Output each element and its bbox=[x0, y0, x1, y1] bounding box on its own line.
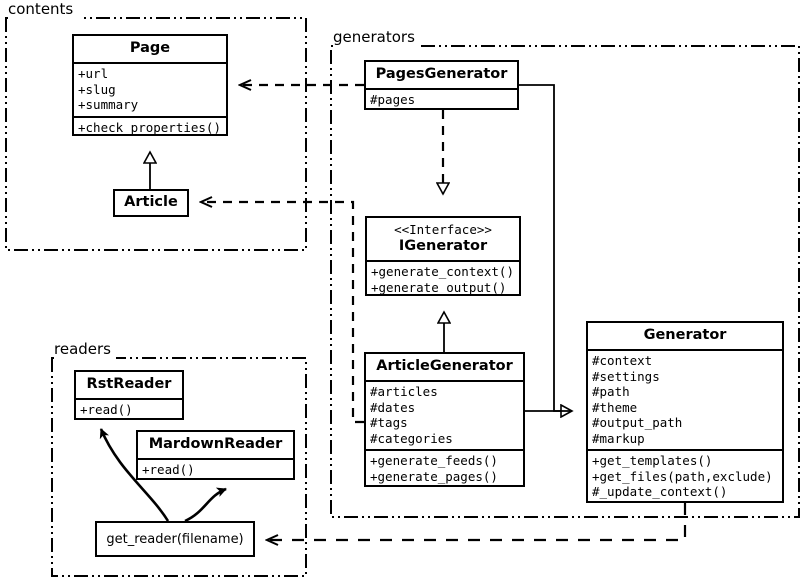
attribute: #path bbox=[592, 384, 630, 399]
class-operations-generator: +get_templates() +get_files(path,exclude… bbox=[588, 451, 782, 503]
class-operations-page: +check_properties() bbox=[74, 118, 226, 139]
class-box-generator[interactable]: Generator #context #settings #path #them… bbox=[586, 321, 784, 503]
class-box-article[interactable]: Article bbox=[113, 189, 189, 217]
operation: #_update_context() bbox=[592, 484, 728, 499]
operation: +read() bbox=[80, 402, 133, 417]
attribute: +summary bbox=[78, 97, 139, 112]
class-operations-mardown-reader: +read() bbox=[138, 460, 293, 481]
package-border-generators bbox=[330, 45, 800, 518]
attribute: #categories bbox=[370, 430, 453, 446]
class-attributes-article-generator: #articles #dates #tags #categories bbox=[366, 382, 523, 451]
class-attributes-page: +url +slug +summary bbox=[74, 64, 226, 118]
class-operations-igenerator: +generate_context() +generate_output() bbox=[367, 262, 519, 298]
operation: +generate_feeds() bbox=[370, 453, 498, 468]
class-name-generator: Generator bbox=[588, 323, 782, 351]
operation: +get_files(path,exclude) bbox=[592, 468, 773, 484]
class-name-igenerator: <<Interface>> IGenerator bbox=[367, 218, 519, 262]
attribute: #context bbox=[592, 353, 653, 368]
attribute: +url bbox=[78, 66, 109, 81]
attribute: #pages bbox=[370, 92, 416, 107]
class-box-igenerator[interactable]: <<Interface>> IGenerator +generate_conte… bbox=[365, 216, 521, 296]
relation-generator-uses-get-reader bbox=[267, 503, 687, 540]
class-name-article: Article bbox=[124, 194, 178, 210]
class-operations-article-generator: +generate_feeds() +generate_pages() bbox=[366, 451, 523, 487]
package-label-generators: generators bbox=[333, 28, 415, 46]
class-name-page: Page bbox=[74, 36, 226, 64]
attribute: #dates bbox=[370, 399, 416, 415]
attribute: #settings bbox=[592, 368, 660, 384]
operation: +generate_pages() bbox=[370, 468, 498, 484]
class-name-mardown-reader: MardownReader bbox=[138, 432, 293, 460]
attribute: #theme bbox=[592, 399, 638, 415]
class-stereotype-igenerator: <<Interface>> bbox=[394, 222, 492, 237]
relation-get-reader-creates-rstreader bbox=[99, 428, 170, 522]
class-box-mardown-reader[interactable]: MardownReader +read() bbox=[136, 430, 295, 480]
operation: +generate_context() bbox=[371, 264, 514, 279]
attribute: #markup bbox=[592, 430, 645, 446]
class-name-label: IGenerator bbox=[398, 238, 488, 254]
class-name-article-generator: ArticleGenerator bbox=[366, 354, 523, 382]
class-box-pages-generator[interactable]: PagesGenerator #pages bbox=[364, 60, 519, 110]
package-label-contents: contents bbox=[8, 0, 74, 18]
package-border-contents bbox=[5, 17, 307, 251]
operation: +generate_output() bbox=[371, 279, 507, 295]
operation: +read() bbox=[142, 462, 195, 477]
operation: +check_properties() bbox=[78, 119, 221, 135]
function-box-get-reader[interactable]: get_reader(filename) bbox=[95, 521, 255, 557]
attribute: #output_path bbox=[592, 415, 683, 430]
function-label-get-reader: get_reader(filename) bbox=[106, 531, 244, 547]
package-label-readers: readers bbox=[54, 340, 111, 358]
attribute: #articles bbox=[370, 384, 438, 399]
attribute: +slug bbox=[78, 81, 116, 97]
class-attributes-generator: #context #settings #path #theme #output_… bbox=[588, 351, 782, 451]
class-name-rst-reader: RstReader bbox=[76, 372, 182, 400]
class-box-rst-reader[interactable]: RstReader +read() bbox=[74, 370, 184, 420]
class-operations-rst-reader: +read() bbox=[76, 400, 182, 421]
relation-articlegenerator-uses-article bbox=[201, 202, 364, 424]
class-name-pages-generator: PagesGenerator bbox=[366, 62, 517, 90]
class-box-page[interactable]: Page +url +slug +summary +check_properti… bbox=[72, 34, 228, 136]
attribute: #tags bbox=[370, 415, 408, 430]
relation-pagesgenerator-inherits-generator bbox=[519, 84, 572, 411]
package-border-readers bbox=[51, 357, 307, 577]
class-box-article-generator[interactable]: ArticleGenerator #articles #dates #tags … bbox=[364, 352, 525, 487]
relation-get-reader-creates-mardownreader bbox=[184, 487, 227, 523]
operation: +get_templates() bbox=[592, 453, 713, 468]
class-attributes-pages-generator: #pages bbox=[366, 90, 517, 111]
